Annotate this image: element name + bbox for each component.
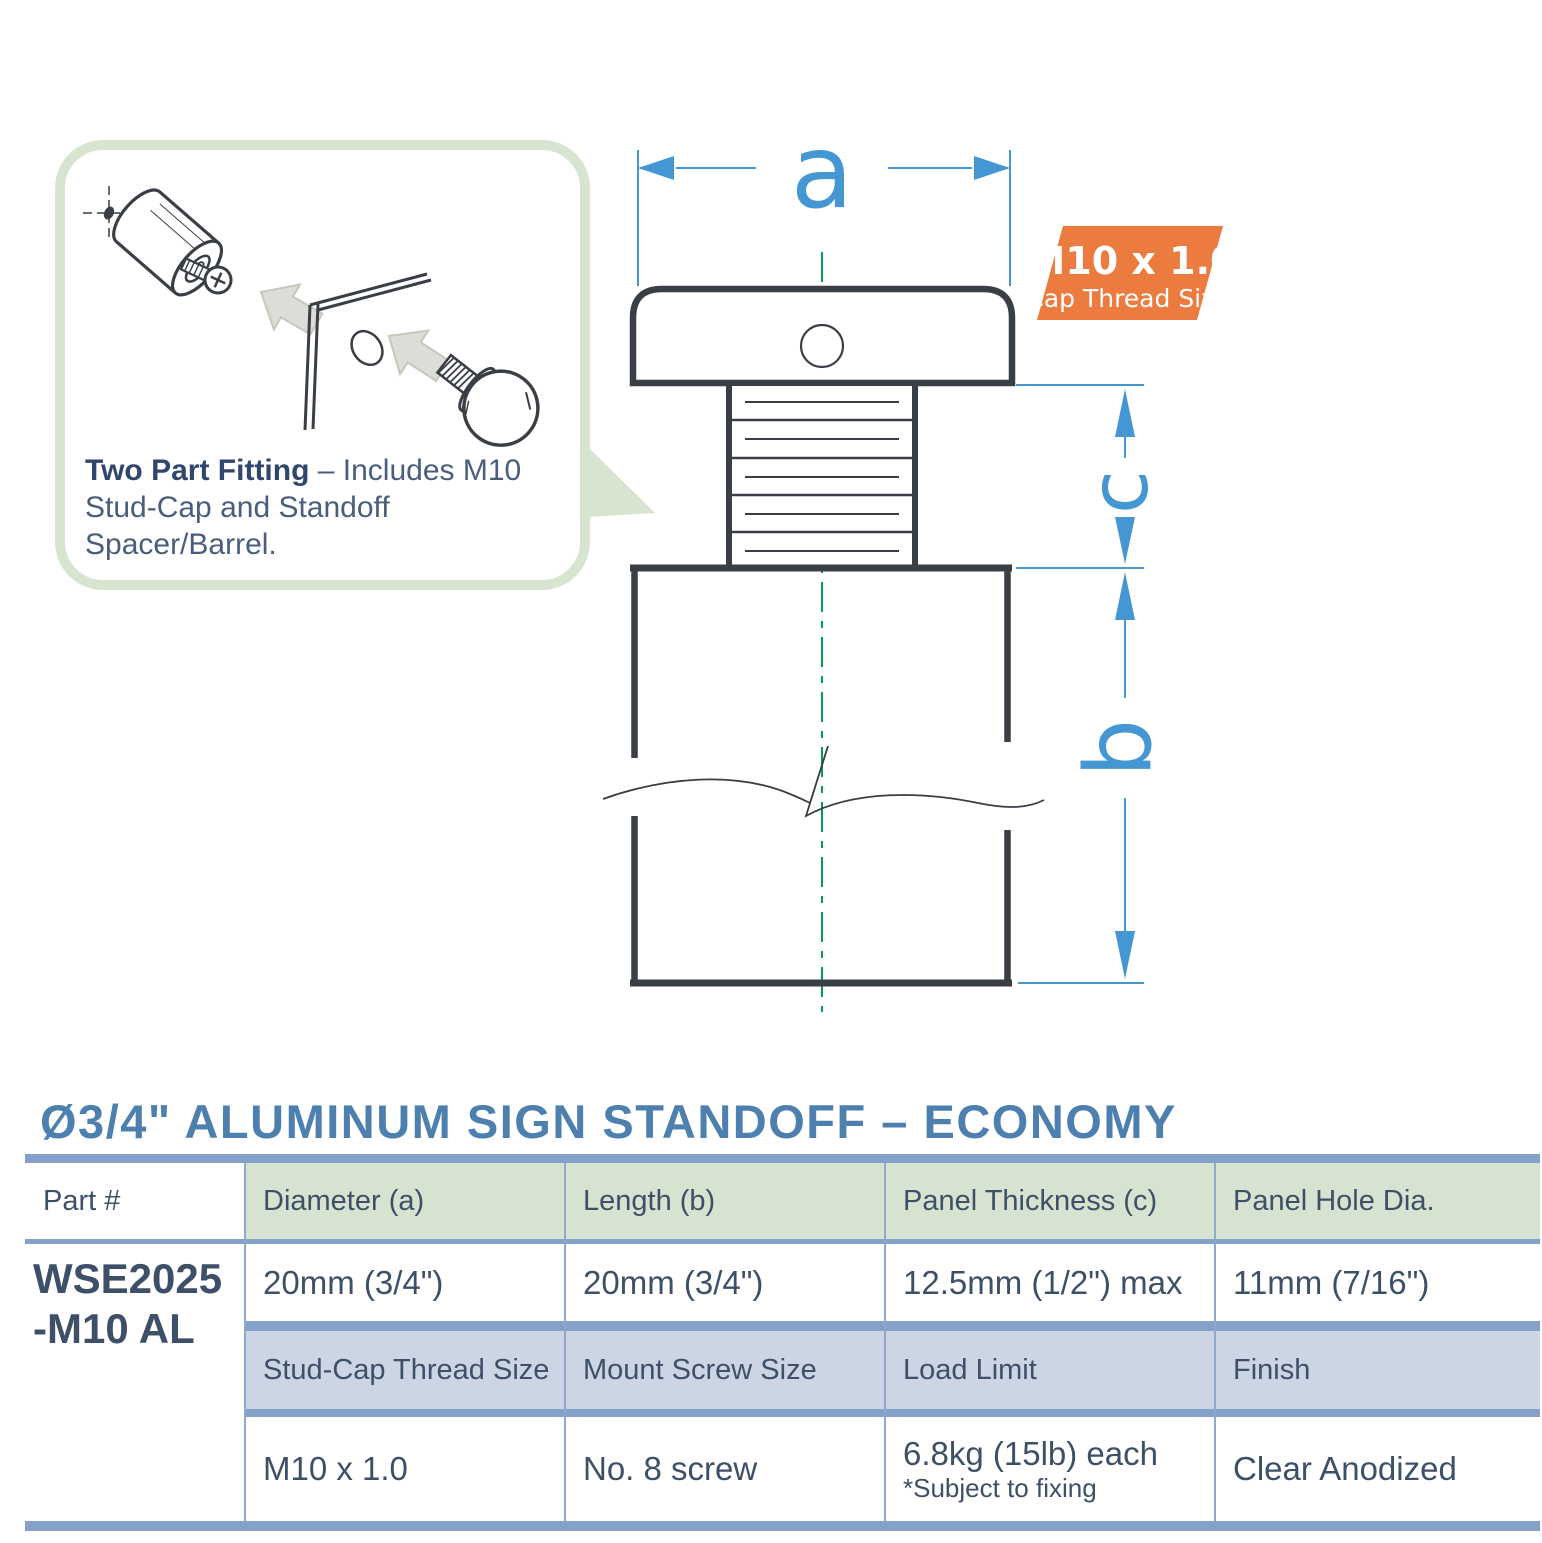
load-limit-note: *Subject to fixing xyxy=(903,1473,1097,1503)
page-title: Ø3/4" ALUMINUM SIGN STANDOFF – ECONOMY xyxy=(40,1095,1177,1148)
column-header-panel-hole: Panel Hole Dia. xyxy=(1215,1163,1540,1239)
stud-cap-screw xyxy=(435,353,540,447)
panel-hole-disc xyxy=(350,329,384,367)
dimension-a-label: a xyxy=(791,113,854,232)
callout-caption-rest: – Includes M10 xyxy=(309,454,522,487)
technical-drawing: a xyxy=(588,113,1237,1012)
arrowhead-down-icon xyxy=(1115,931,1135,979)
callout-caption-line2: Stud-Cap and Standoff Spacer/Barrel. xyxy=(85,491,390,561)
value-mount-screw: No. 8 screw xyxy=(583,1450,758,1487)
column-header-stud-cap-thread: Stud-Cap Thread Size xyxy=(245,1331,565,1409)
stud-outline xyxy=(726,380,918,571)
column-header-load-limit: Load Limit xyxy=(885,1331,1215,1409)
callout-tail xyxy=(588,447,655,517)
thread-size-badge xyxy=(1037,226,1223,320)
column-header-finish: Finish xyxy=(1215,1331,1540,1409)
value-panel-hole: 11mm (7/16") xyxy=(1233,1263,1430,1301)
stud-threads xyxy=(732,401,912,552)
arrowhead-down-icon xyxy=(1115,517,1135,564)
column-header-length: Length (b) xyxy=(565,1163,885,1239)
arrowhead-left-icon xyxy=(638,156,674,180)
callout-caption-bold: Two Part Fitting xyxy=(85,454,310,487)
arrowhead-up-icon xyxy=(1115,572,1135,620)
column-header-panel-thickness: Panel Thickness (c) xyxy=(885,1163,1215,1239)
column-separator xyxy=(564,1163,566,1521)
column-header-diameter: Diameter (a) xyxy=(245,1163,565,1239)
cap-outline xyxy=(629,285,1016,387)
part-number: WSE2025 -M10 AL xyxy=(33,1254,222,1354)
value-panel-thickness: 12.5mm (1/2") max xyxy=(903,1263,1183,1301)
dimension-b-label: b xyxy=(1065,719,1172,777)
value-finish: Clear Anodized xyxy=(1233,1450,1457,1487)
column-separator xyxy=(244,1163,246,1521)
dimension-a xyxy=(637,150,1011,286)
value-diameter: 20mm (3/4") xyxy=(263,1263,444,1301)
column-separator xyxy=(884,1163,886,1521)
part-number-line2: -M10 AL xyxy=(33,1305,195,1352)
callout-caption: Two Part Fitting – Includes M10 Stud-Cap… xyxy=(85,452,565,563)
table-top-bar xyxy=(25,1154,1540,1163)
fitting-illustration xyxy=(83,186,540,447)
dimension-b xyxy=(1018,618,1144,984)
arrowhead-right-icon xyxy=(974,156,1010,180)
arrowhead-up-icon xyxy=(1115,389,1135,437)
column-header-mount-screw: Mount Screw Size xyxy=(565,1331,885,1409)
table-divider-bar xyxy=(245,1321,1540,1331)
phillips-screw-icon xyxy=(179,257,233,295)
badge-label: Cap Thread Size xyxy=(1026,284,1229,313)
assembly-arrow-icon xyxy=(387,329,451,383)
value-stud-cap-thread: M10 x 1.0 xyxy=(263,1450,408,1487)
column-separator xyxy=(1214,1163,1216,1521)
badge-thread-size: M10 x 1.0 xyxy=(1028,239,1237,283)
cap-hole-circle xyxy=(799,323,845,369)
value-length: 20mm (3/4") xyxy=(583,1263,764,1301)
table-divider-bar xyxy=(25,1239,1540,1244)
table-bottom-bar xyxy=(25,1521,1540,1531)
table-divider-bar xyxy=(245,1409,1540,1417)
break-line xyxy=(602,745,1045,818)
column-header-part: Part # xyxy=(43,1184,121,1217)
dimension-c-label: c xyxy=(1073,470,1166,514)
part-number-line1: WSE2025 xyxy=(33,1255,223,1302)
barrel-outline xyxy=(630,564,1012,987)
sign-panel xyxy=(303,272,432,431)
value-load-limit: 6.8kg (15lb) each *Subject to fixing xyxy=(885,1417,1215,1521)
spec-table: Part # Diameter (a) Length (b) Panel Thi… xyxy=(25,1154,1540,1531)
load-limit-value: 6.8kg (15lb) each xyxy=(903,1435,1158,1472)
